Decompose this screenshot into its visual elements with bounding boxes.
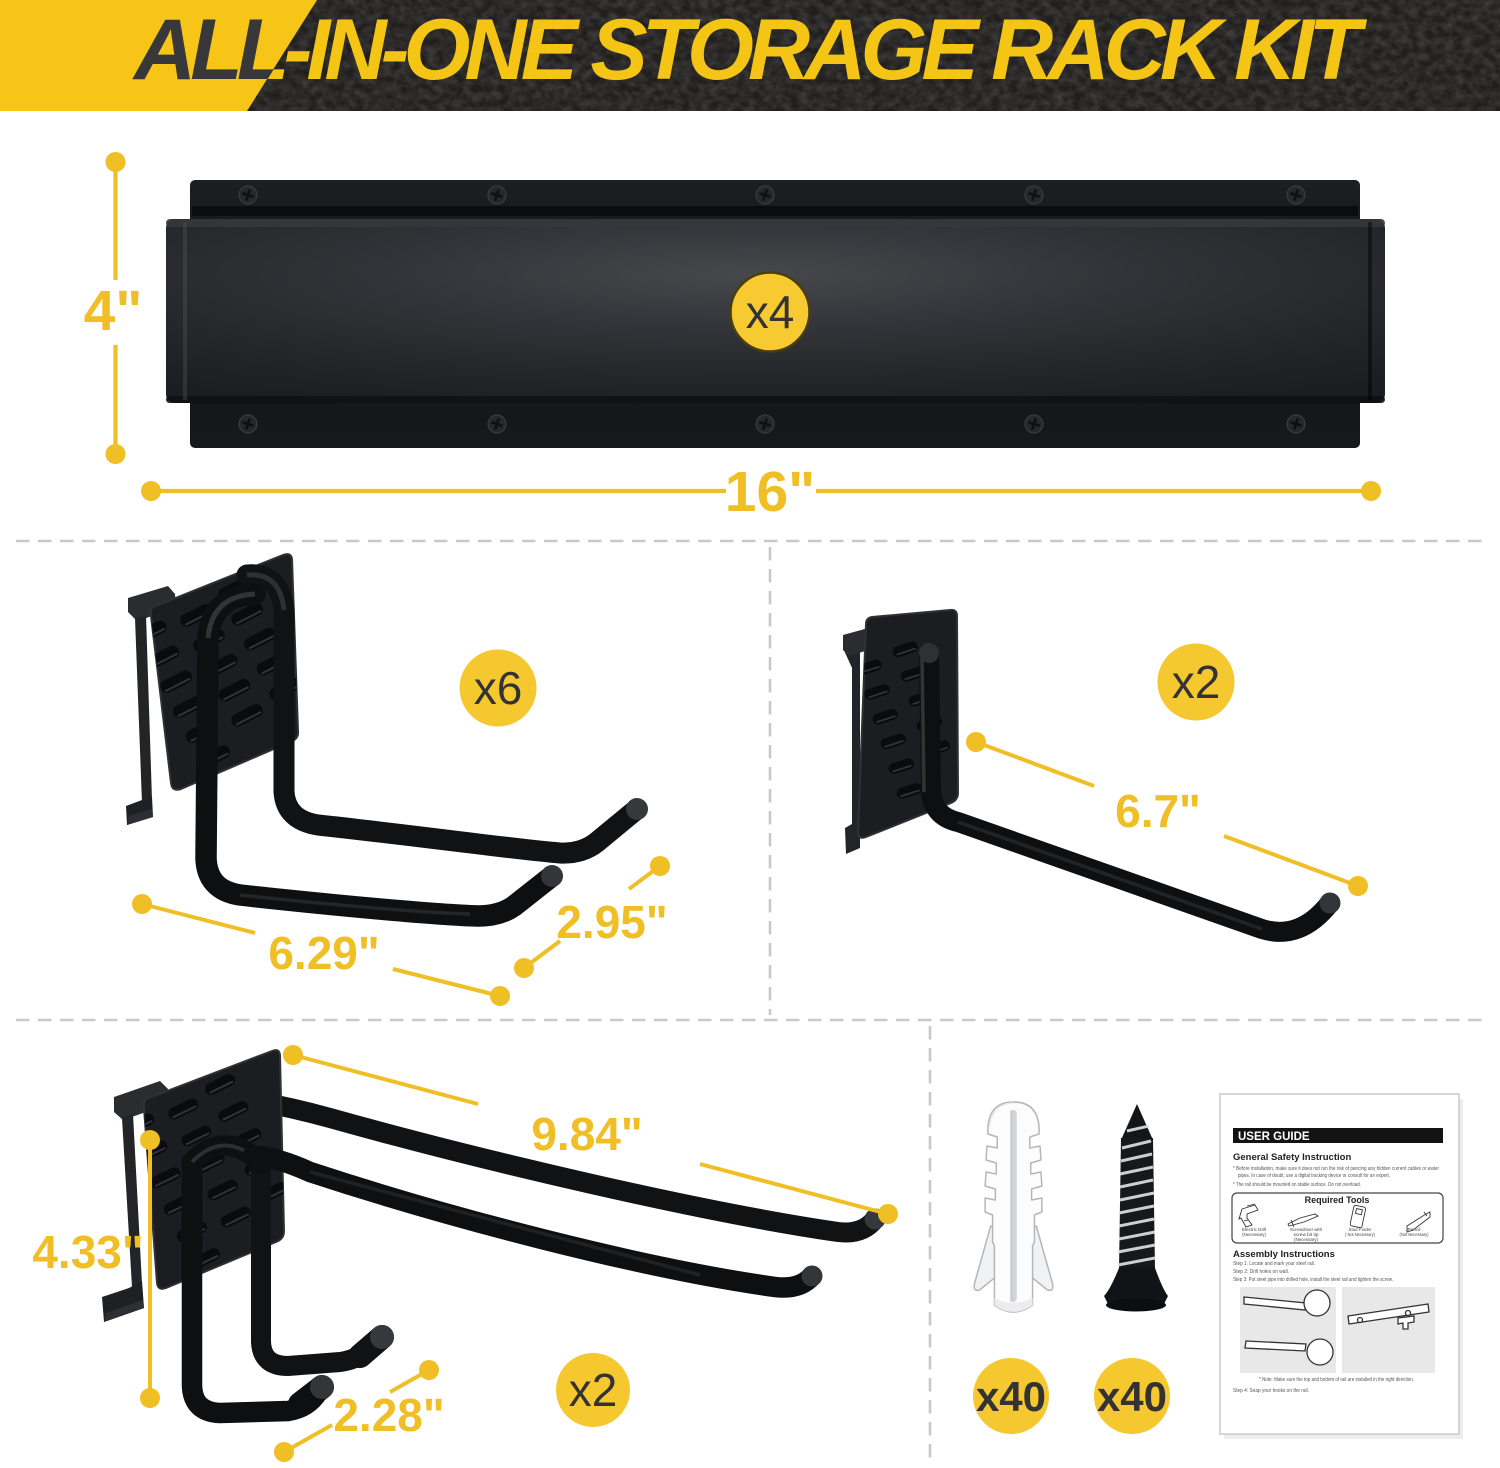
svg-text:Required Tools: Required Tools xyxy=(1305,1195,1370,1205)
svg-text:Screwdriver with: Screwdriver with xyxy=(1290,1227,1322,1232)
svg-text:Pencil: Pencil xyxy=(1408,1227,1421,1232)
svg-text:x2: x2 xyxy=(1172,656,1221,708)
svg-text:2.95": 2.95" xyxy=(556,896,667,948)
svg-text:* The rail should be mounted o: * The rail should be mounted on stable s… xyxy=(1233,1182,1361,1188)
svg-text:ALL-IN-ONE STORAGE RACK KIT: ALL-IN-ONE STORAGE RACK KIT xyxy=(132,2,1367,98)
svg-text:Step 2: Drill holes on wall.: Step 2: Drill holes on wall. xyxy=(1233,1269,1289,1275)
svg-text:* Before installation, make su: * Before installation, make sure it does… xyxy=(1233,1166,1439,1172)
svg-text:9.84": 9.84" xyxy=(531,1108,642,1160)
svg-text:Assembly Instructions: Assembly Instructions xyxy=(1233,1249,1335,1260)
svg-text:6.7": 6.7" xyxy=(1115,785,1201,837)
svg-text:Stud Finder: Stud Finder xyxy=(1349,1227,1372,1232)
svg-text:(Not Necessary): (Not Necessary) xyxy=(1400,1232,1429,1237)
svg-text:6.29": 6.29" xyxy=(268,927,379,979)
svg-text:x40: x40 xyxy=(1097,1373,1167,1420)
svg-text:4": 4" xyxy=(84,279,143,343)
svg-text:USER GUIDE: USER GUIDE xyxy=(1238,1131,1310,1143)
svg-text:( Not Necessary): ( Not Necessary) xyxy=(1345,1232,1375,1237)
svg-text:(Necessary): (Necessary) xyxy=(1294,1237,1318,1242)
svg-text:Step 4: Snap your hooks on the: Step 4: Snap your hooks on the rail. xyxy=(1233,1388,1309,1394)
svg-text:x2: x2 xyxy=(569,1364,618,1416)
svg-text:x40: x40 xyxy=(976,1373,1046,1420)
svg-text:General Safety Instruction: General Safety Instruction xyxy=(1233,1152,1351,1163)
svg-text:x4: x4 xyxy=(746,286,795,338)
svg-text:Electric Drill: Electric Drill xyxy=(1242,1227,1266,1232)
svg-text:4.33": 4.33" xyxy=(32,1226,143,1278)
svg-text:pipes. In case of doubt, use a: pipes. In case of doubt, use a digital t… xyxy=(1238,1173,1390,1179)
svg-text:16": 16" xyxy=(725,460,815,524)
svg-text:2.28": 2.28" xyxy=(333,1389,444,1441)
svg-text:(Necessary): (Necessary) xyxy=(1242,1232,1266,1237)
svg-text:* Note: Make sure the top and: * Note: Make sure the top and bottom of … xyxy=(1259,1377,1414,1383)
svg-text:screw bit tip: screw bit tip xyxy=(1294,1232,1319,1237)
svg-text:x6: x6 xyxy=(474,662,523,714)
svg-text:Step 1: Locate and mark your s: Step 1: Locate and mark your steel rail. xyxy=(1233,1261,1315,1267)
svg-text:Step 3: Put steel pipe into dr: Step 3: Put steel pipe into drilled hole… xyxy=(1233,1277,1393,1283)
